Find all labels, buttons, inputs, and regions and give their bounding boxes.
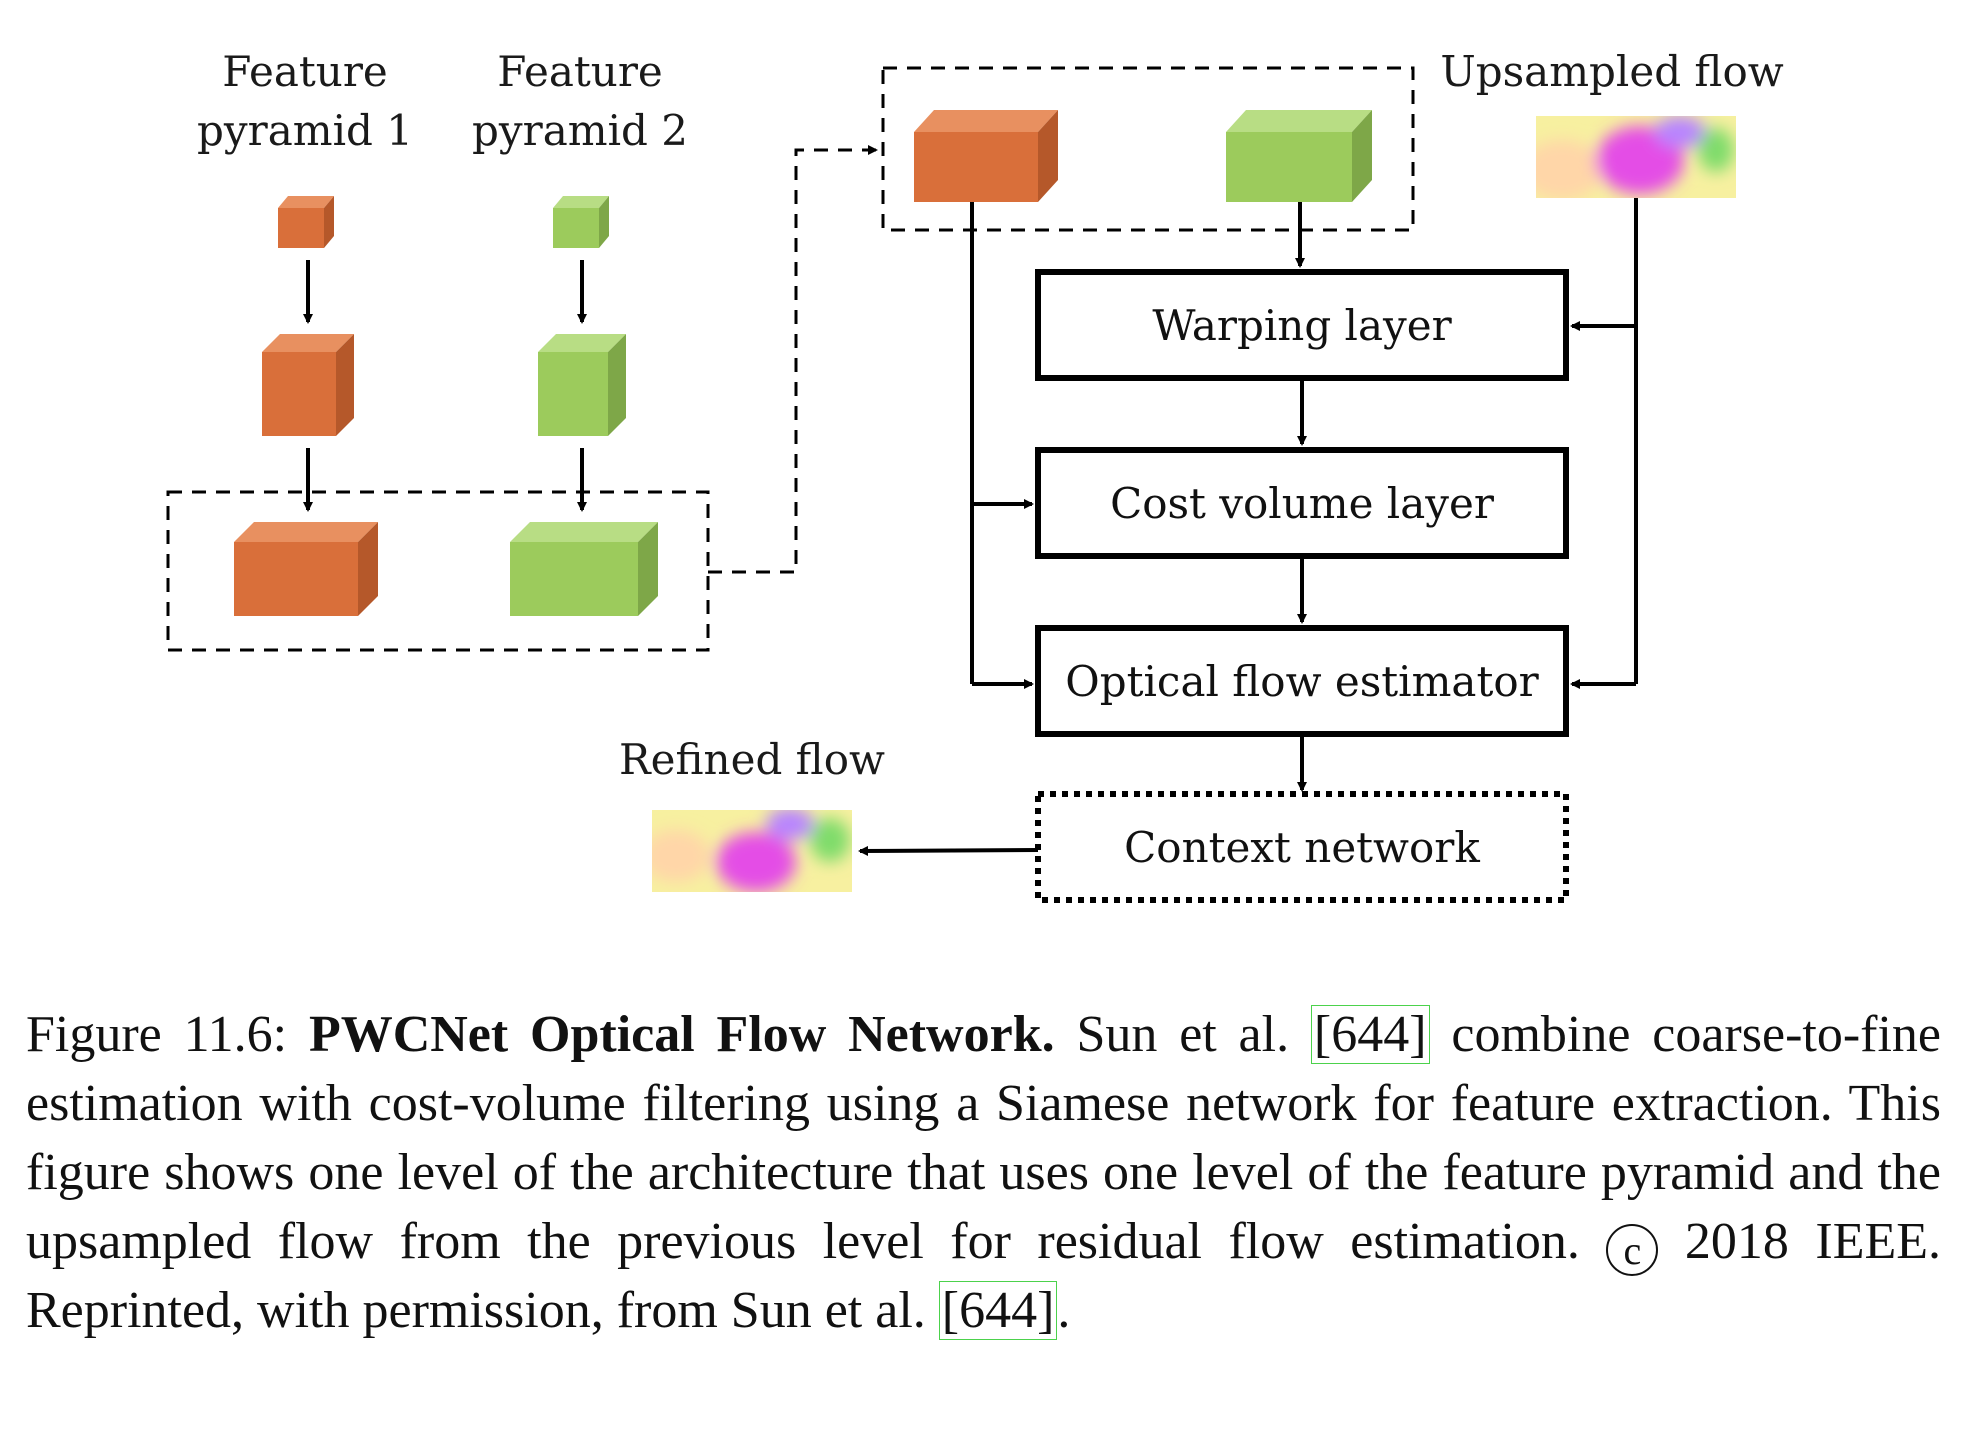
context-network-box — [1035, 791, 1569, 903]
pyramid1-label-line1: Feature — [222, 47, 388, 96]
caption-figure-label: Figure 11.6: — [26, 1006, 288, 1063]
caption-text-3: 2018 IEEE. Reprinted, with permission, f… — [26, 1213, 1942, 1339]
refined-flow-label: Refined flow — [619, 735, 885, 784]
context-to-refined-arrow — [858, 845, 1039, 856]
level-connector-dashed-arrow — [708, 145, 878, 574]
optical-flow-estimator-box — [1035, 625, 1569, 737]
figure-caption: Figure 11.6: PWCNet Optical Flow Network… — [26, 1000, 1941, 1345]
refined-flow-image — [652, 810, 852, 892]
pyramid1-cube-medium — [262, 334, 354, 436]
citation-link-644-second[interactable]: [644] — [938, 1281, 1058, 1340]
pyramid2-label-line2: pyramid 2 — [472, 106, 688, 155]
upsampled-flow-image — [1536, 116, 1736, 198]
warping-layer-box — [1035, 269, 1569, 381]
cost-volume-layer-label: Cost volume layer — [1110, 479, 1495, 528]
pyramid-level-dashed-group — [166, 490, 710, 652]
upsampled-flow-label: Upsampled flow — [1440, 47, 1783, 96]
caption-text-1: Sun et al. — [1076, 1006, 1290, 1063]
pyramid2-cube-medium — [538, 334, 626, 436]
caption-title: PWCNet Optical Flow Network. — [308, 1006, 1055, 1063]
citation-link-644[interactable]: [644] — [1310, 1005, 1430, 1064]
copyright-icon: c — [1606, 1224, 1659, 1276]
cost-volume-layer-box — [1035, 447, 1569, 559]
pyramid2-cube-small — [553, 196, 609, 248]
pyramid2-label-line1: Feature — [497, 47, 663, 96]
feature1-cube — [914, 110, 1058, 202]
context-network-label: Context network — [1124, 823, 1480, 872]
caption-text-2: combine coarse-to-fine estimation with c… — [26, 1006, 1941, 1270]
warping-layer-label: Warping layer — [1152, 301, 1452, 350]
pwcnet-diagram: Feature pyramid 1 Feature pyramid 2 — [166, 47, 1784, 903]
pyramid1-cube-large — [234, 522, 378, 616]
pyramid1-cube-small — [278, 196, 334, 248]
pyramid2-cube-large — [510, 522, 658, 616]
feature2-cube — [1226, 110, 1372, 202]
caption-text-4: . — [1057, 1282, 1071, 1339]
pyramid1-label-line2: pyramid 1 — [197, 106, 413, 155]
optical-flow-estimator-label: Optical flow estimator — [1065, 657, 1539, 706]
feature-pair-dashed-group — [881, 66, 1415, 232]
